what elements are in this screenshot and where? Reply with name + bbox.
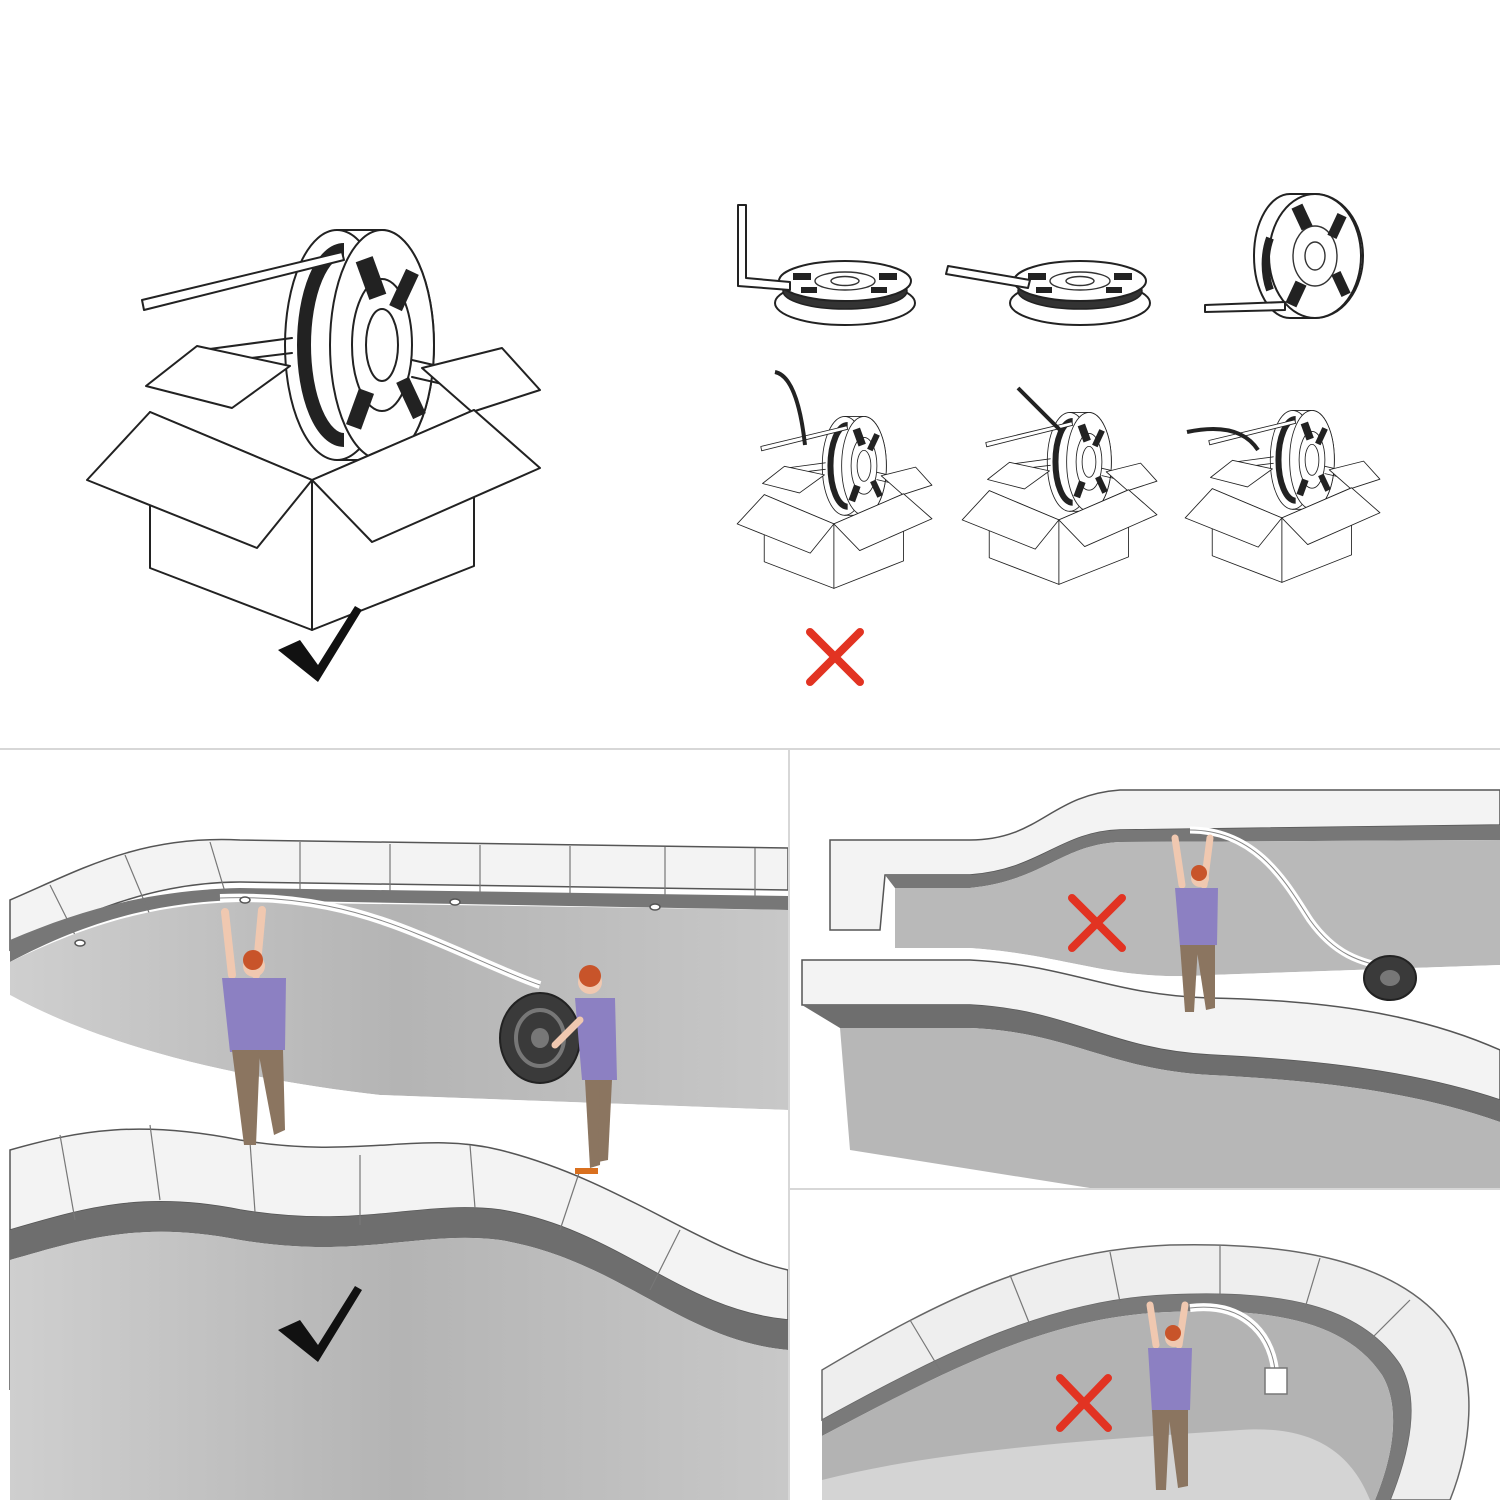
wrong-installation-reel-on-floor-panel [790,750,1500,1188]
reel-in-box-correct-illustration [87,230,540,630]
cross-mark-icon [1068,894,1126,952]
hose-reel [1363,955,1417,1001]
divider-horizontal-right [790,1188,1500,1190]
worker-holding-hose-figure [1146,1301,1192,1490]
worker-holding-hose-figure [221,906,286,1145]
correct-installation-panel [0,750,788,1500]
upright-reel-on-side-illustration [1204,193,1364,319]
reel-storage-panel [0,0,1500,748]
bucket-icon [1264,1367,1288,1395]
hose-reel [499,992,581,1084]
check-mark-icon [278,606,362,682]
wrong-installation-no-reel-panel [790,1190,1500,1500]
flat-reel-vertical-tape-illustration [737,204,916,326]
divider-vertical [788,750,790,1500]
worker-holding-reel-figure [551,965,617,1174]
box-reel-tape-diagonal-illustration [962,386,1157,584]
cross-mark-icon [1056,1374,1112,1432]
worker-holding-hose-figure [1171,834,1218,1012]
box-reel-tape-curled-illustration [1185,410,1380,582]
box-reel-tape-upward-illustration [737,370,932,588]
check-mark-icon [278,1286,362,1362]
flat-reel-tape-extended-illustration [945,260,1151,326]
divider-horizontal [0,748,1500,750]
cross-mark-icon [806,628,864,686]
